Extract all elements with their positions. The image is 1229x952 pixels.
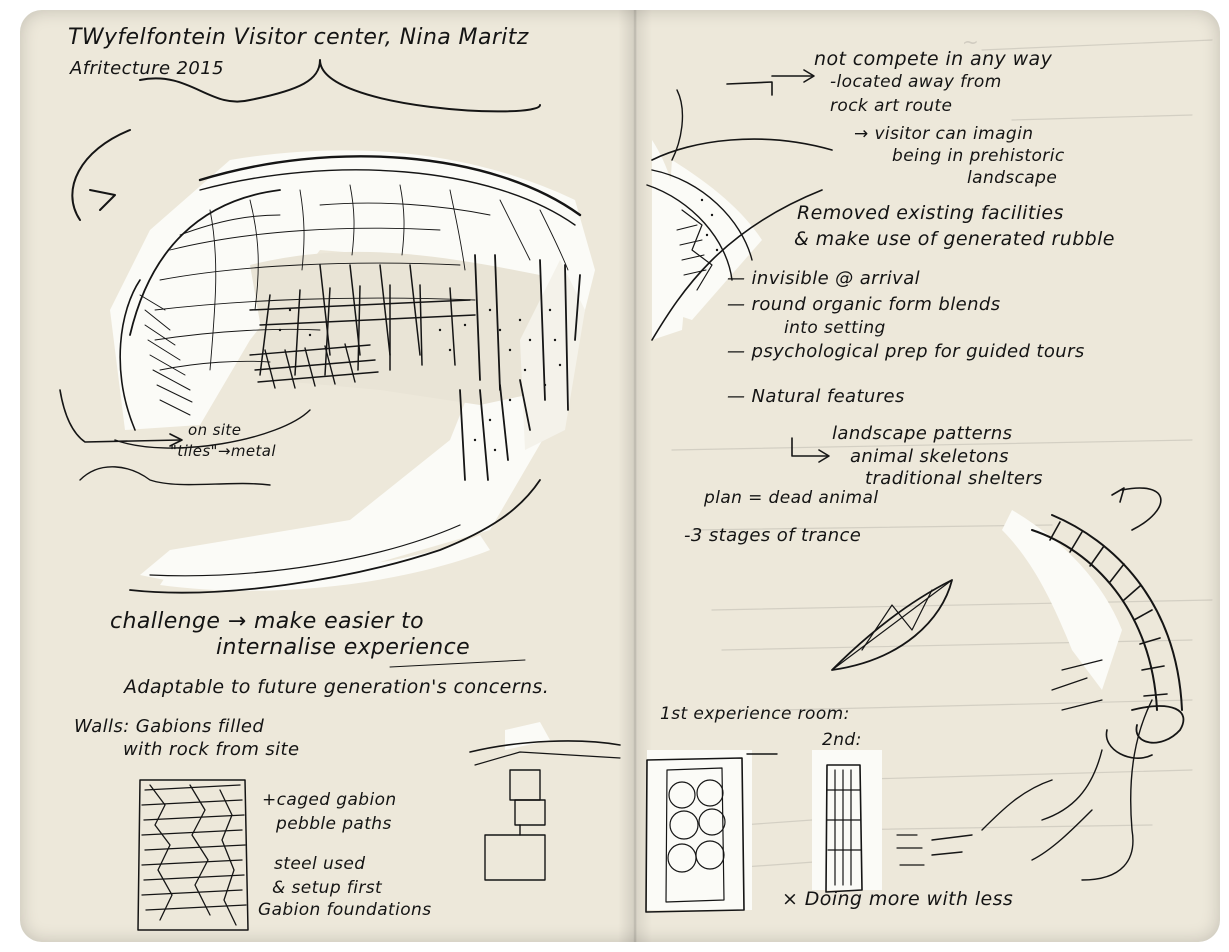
natural-features-note: — Natural features	[727, 388, 905, 407]
right-page: ~	[632, 10, 1220, 942]
walls-line2: with rock from site	[123, 741, 299, 760]
compete-line1: not compete in any way	[814, 50, 1052, 70]
room-2-label: 2nd:	[822, 732, 862, 750]
adaptable-note: Adaptable to future generation's concern…	[124, 678, 549, 698]
sketchbook-spread: TWyfelfontein Visitor center, Nina Marit…	[20, 10, 1220, 942]
sketch-title: TWyfelfontein Visitor center, Nina Marit…	[68, 25, 529, 50]
psych-note: — psychological prep for guided tours	[727, 343, 1085, 362]
patterns-line2: animal skeletons	[850, 448, 1009, 467]
compete-line4: → visitor can imagin	[854, 126, 1033, 144]
caged-gabion-line2: pebble paths	[276, 816, 392, 834]
onsite-note-line1: on site	[188, 423, 241, 439]
room-1-label: 1st experience room:	[660, 706, 850, 724]
removed-line2: & make use of generated rubble	[794, 230, 1115, 250]
challenge-line1: challenge → make easier to	[110, 610, 424, 633]
compete-line6: landscape	[967, 170, 1057, 188]
compete-line5: being in prehistoric	[892, 148, 1065, 166]
round-line2: into setting	[784, 320, 886, 338]
invisible-note: — invisible @ arrival	[727, 270, 920, 289]
removed-line1: Removed existing facilities	[797, 204, 1064, 224]
compete-line3: rock art route	[830, 98, 952, 116]
round-line1: — round organic form blends	[727, 296, 1001, 315]
steel-line1: steel used	[274, 856, 365, 874]
compete-line2: -located away from	[830, 74, 1002, 92]
sketch-subtitle: Afritecture 2015	[70, 58, 224, 79]
challenge-line2: internalise experience	[216, 636, 470, 659]
doing-more-note: × Doing more with less	[782, 890, 1013, 910]
patterns-line1: landscape patterns	[832, 425, 1012, 444]
left-page: TWyfelfontein Visitor center, Nina Marit…	[20, 10, 632, 942]
onsite-note-line2: "tiles"→metal	[170, 444, 276, 460]
plan-note: plan = dead animal	[704, 490, 878, 508]
trance-note: -3 stages of trance	[684, 527, 861, 546]
caged-gabion-line1: +caged gabion	[262, 792, 397, 810]
steel-line3: Gabion foundations	[258, 902, 431, 920]
patterns-line3: traditional shelters	[865, 470, 1043, 489]
steel-line2: & setup first	[272, 880, 382, 898]
walls-line1: Walls: Gabions filled	[74, 718, 264, 737]
